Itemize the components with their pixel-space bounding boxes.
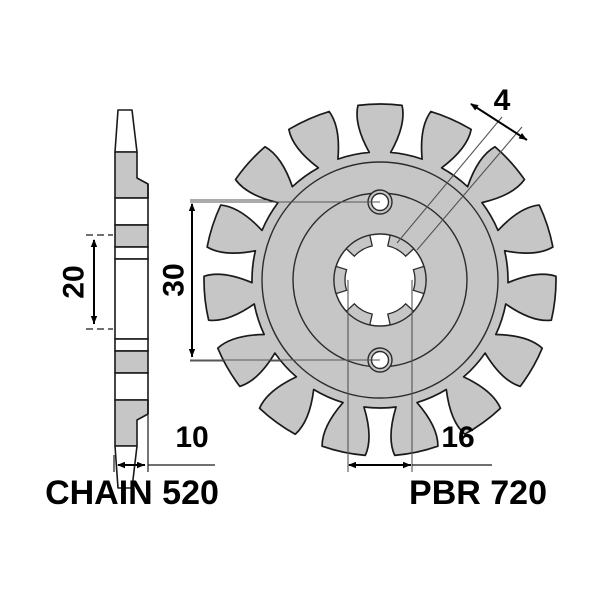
- dimension-4-group: 4: [396, 84, 528, 251]
- dim-4-arrow-line: [470, 103, 528, 141]
- side-view-white-band-2: [114, 246, 149, 260]
- bolt-holes-group: [367, 189, 393, 373]
- side-view-white-band-3: [114, 338, 149, 352]
- dim-20-label: 20: [58, 265, 91, 298]
- side-view-hub-body: [114, 258, 149, 340]
- bore-spline-tooth: [345, 302, 374, 326]
- dim-30-label: 30: [158, 263, 191, 296]
- side-view-lower-shoulder: [114, 399, 149, 447]
- dim-4-leader-b: [416, 126, 523, 251]
- hub-outer-circle: [261, 161, 499, 399]
- side-view-white-band-1: [114, 197, 149, 226]
- side-view-top-tooth: [114, 109, 138, 153]
- dim-4-label: 4: [494, 84, 511, 117]
- bore-spline-tooth: [412, 265, 427, 295]
- bore-spline-tooth: [333, 265, 348, 295]
- dimension-16-group: 16: [347, 280, 492, 472]
- dimension-20-group: 20: [58, 234, 113, 330]
- part-title: PBR 720: [409, 474, 547, 512]
- side-view-gray-band-1: [114, 224, 149, 248]
- side-profile-view: [114, 109, 149, 489]
- splined-bore-group: [333, 233, 427, 327]
- side-view-gray-band-2: [114, 350, 149, 374]
- side-view-white-band-4: [114, 372, 149, 401]
- bore-spline-tooth: [386, 302, 415, 326]
- bore-splines: [333, 234, 427, 326]
- chain-title: CHAIN 520: [45, 474, 219, 512]
- dimension-10-group: 10: [113, 414, 215, 472]
- side-view-upper-shoulder: [114, 151, 149, 199]
- dim-16-label: 16: [441, 421, 474, 454]
- dimension-30-group: 30: [158, 199, 290, 362]
- bore-spline-tooth: [386, 234, 415, 258]
- bore-spline-tooth: [345, 234, 374, 258]
- dim-10-label: 10: [175, 421, 208, 454]
